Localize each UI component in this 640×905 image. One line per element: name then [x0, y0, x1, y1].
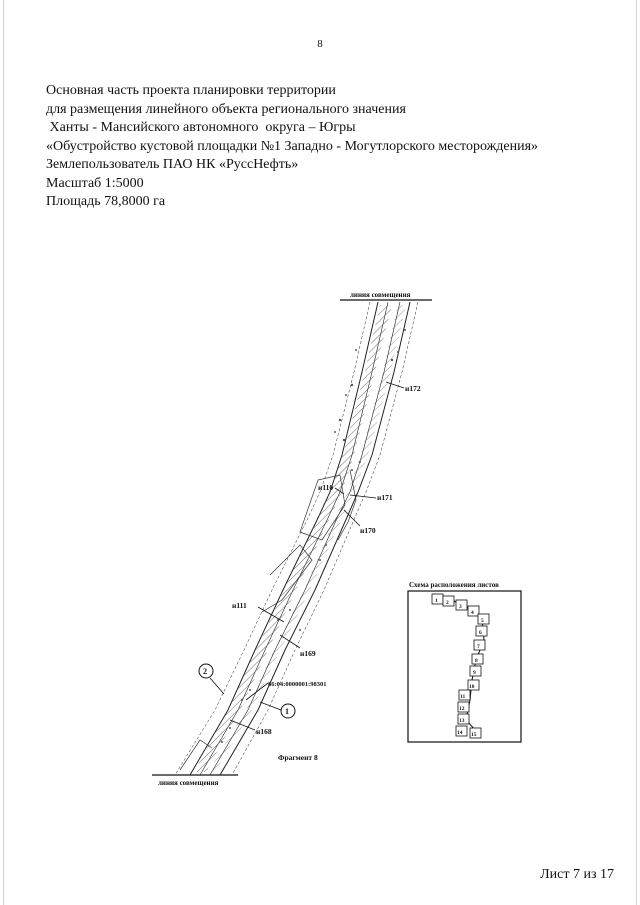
inset-sheet-9: 9	[473, 670, 476, 676]
hatched-easement	[194, 305, 406, 772]
document-header: Основная часть проекта планировки террит…	[46, 82, 538, 212]
node-label-n111: н111	[232, 601, 247, 610]
header-line-3: Ханты - Мансийского автономного округа –…	[46, 120, 356, 135]
node-label-n170: н170	[360, 526, 376, 535]
node-markers	[229, 381, 405, 731]
adjacent-parcels	[179, 469, 357, 771]
inset-sheet-15: 15	[471, 732, 477, 738]
cadastral-number: 86:04:0000001:98301	[268, 681, 327, 688]
header-line-1: Основная часть проекта планировки террит…	[46, 83, 336, 98]
header-line-6: Масштаб 1:5000	[46, 175, 144, 191]
inset-sheet-4: 4	[471, 610, 474, 616]
node-label-n171: н171	[377, 493, 393, 502]
inset-sheet-1: 1	[435, 598, 438, 604]
inset-sheet-7: 7	[477, 644, 480, 650]
circle-marker-1-label: 1	[285, 707, 289, 716]
match-line-top: линия совмещения	[340, 291, 432, 301]
header-line-4: «Обустройство кустовой площадки №1 Запад…	[46, 138, 539, 154]
node-label-n110: н110	[318, 483, 333, 492]
header-line-5: Землепользователь ПАО НК «РуссНефть»	[46, 157, 299, 172]
circle-marker-2: 2	[198, 663, 225, 695]
circle-marker-1: 1	[259, 701, 296, 719]
inset-sheet-3: 3	[459, 604, 462, 610]
inset-sheet-8: 8	[475, 658, 478, 664]
match-line-top-label: линия совмещения	[350, 291, 411, 299]
node-label-n168: н168	[256, 727, 272, 736]
node-label-n172: н172	[405, 384, 421, 393]
inset-title: Схема расположения листов	[409, 581, 499, 589]
match-line-bottom-label: линия совмещения	[158, 779, 219, 787]
corridor-boundaries	[174, 301, 419, 776]
circle-marker-2-label: 2	[203, 667, 207, 676]
inset-sheet-6: 6	[479, 630, 482, 636]
page-edge-left	[3, 0, 4, 905]
terrain-symbols	[221, 329, 406, 743]
page-number: 8	[317, 38, 323, 50]
node-label-n169: н169	[300, 649, 316, 658]
sheet-counter: Лист 7 из 17	[540, 867, 614, 882]
match-line-bottom: линия совмещения	[152, 774, 238, 787]
page-edge-right	[636, 0, 637, 905]
inset-sheet-10: 10	[469, 684, 475, 690]
inset-sheet-13: 13	[459, 718, 465, 724]
header-line-2: для размещения линейного объекта региона…	[46, 101, 406, 117]
header-line-7: Площадь 78,8000 га	[46, 194, 166, 209]
sheet-layout-inset: Схема расположения листов 1 2 3 4 5	[407, 581, 522, 743]
node-labels: н172 н110 н171 н170 н111 н169 н168	[232, 384, 421, 736]
inset-sheet-11: 11	[460, 694, 465, 700]
inset-sheet-12: 12	[459, 706, 465, 712]
inset-sheet-2: 2	[446, 600, 449, 606]
inset-sheet-5: 5	[481, 618, 484, 624]
inset-sheet-14: 14	[457, 730, 463, 736]
fragment-label: Фрагмент 8	[278, 753, 318, 762]
